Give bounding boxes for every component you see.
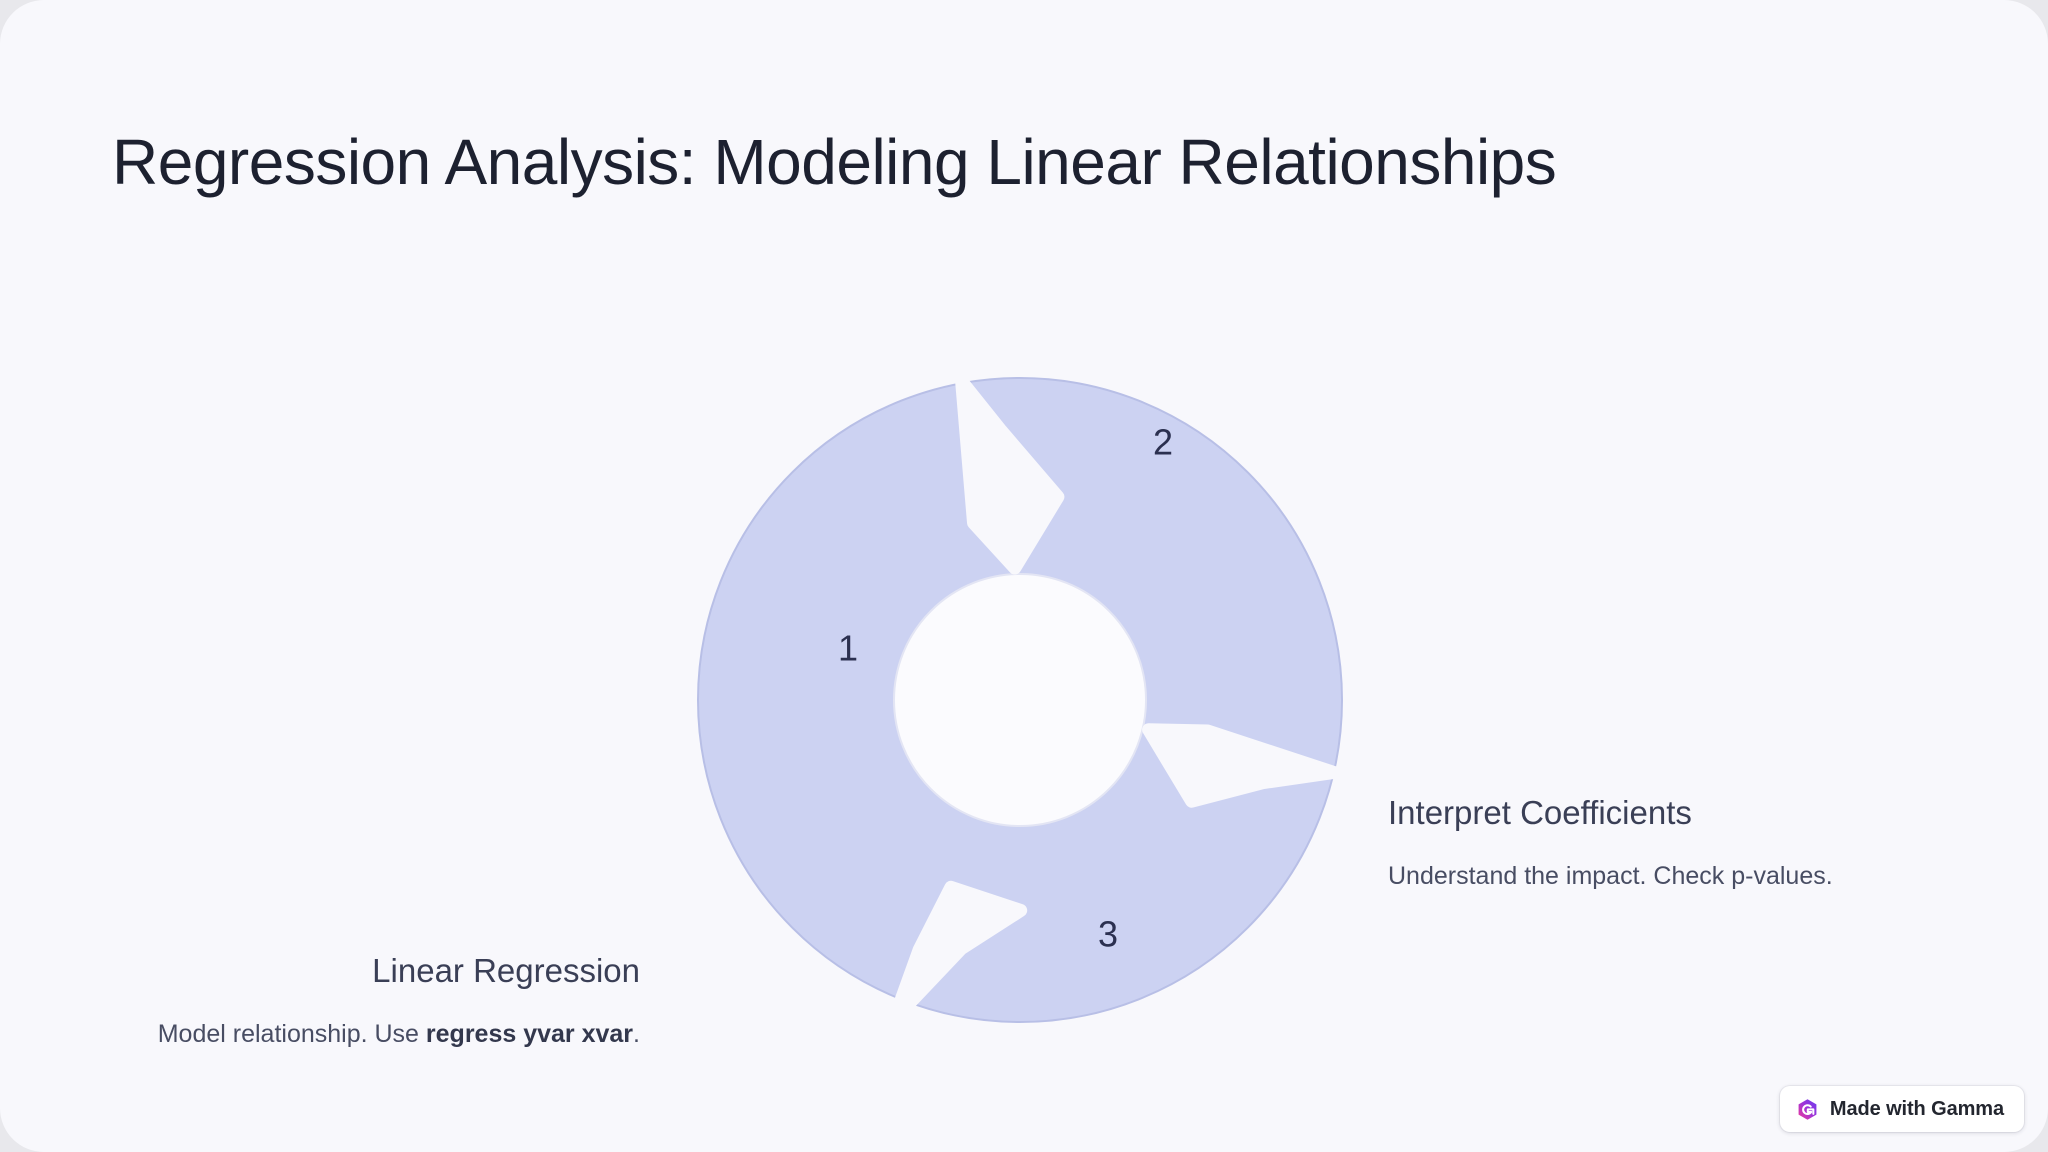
callout-body-2: Understand the impact. Check p-values. (1388, 862, 1833, 891)
callout-body-1-before: Model relationship. Use (157, 1020, 426, 1049)
callout-title-2: Interpret Coefficients (1388, 794, 1692, 831)
gamma-logo-icon (1798, 1098, 1817, 1120)
segment-number-1: 1 (838, 628, 858, 669)
segment-number-2: 2 (1153, 422, 1173, 463)
badge-label: Made with Gamma (1829, 1097, 2004, 1120)
callout-interpret-coefficients: Interpret Coefficients Understand the im… (1388, 792, 1908, 897)
callout-body-1-code: regress yvar xvar (425, 1020, 634, 1049)
callout-body-1-after: . (633, 1020, 640, 1049)
callout-title-1: Linear Regression (372, 952, 640, 989)
callout-linear-regression: Linear Regression Model relationship. Us… (100, 950, 640, 1055)
callout-body-1: Model relationship. Use regress yvar xva… (100, 1015, 640, 1055)
cycle-diagram: 1 2 3 Linear Regression Model relationsh… (0, 330, 2048, 1050)
segment-number-3: 3 (1098, 914, 1118, 955)
donut-chart: 1 2 3 (697, 377, 1343, 1023)
donut-ring (697, 377, 1343, 1023)
donut-hole (893, 573, 1147, 827)
page-title: Regression Analysis: Modeling Linear Rel… (112, 126, 1557, 198)
made-with-gamma-badge[interactable]: Made with Gamma (1779, 1086, 2024, 1132)
